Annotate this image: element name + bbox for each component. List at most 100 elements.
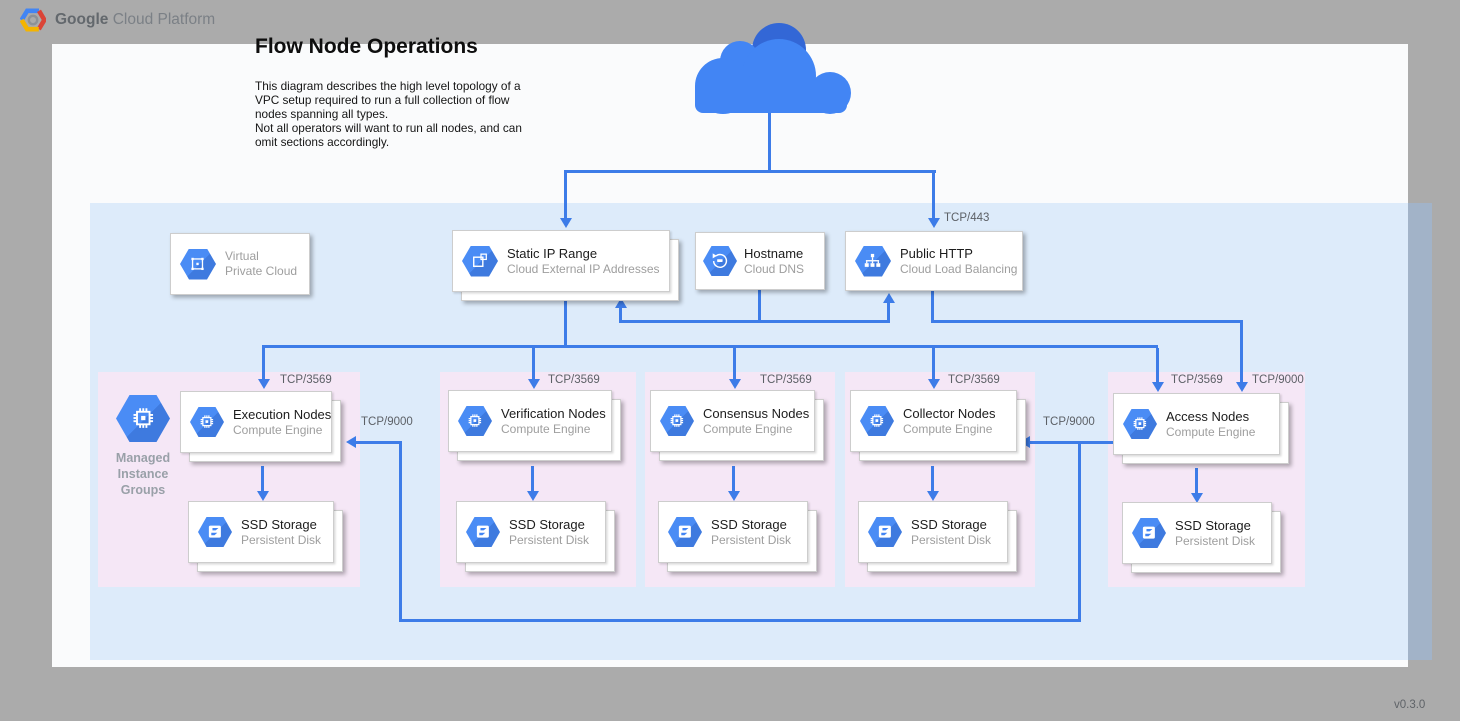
card-virtual-private-cloud: Virtual Private Cloud [170, 233, 310, 295]
connector-verification-to-ssd [531, 466, 534, 492]
arrowhead-into-static-ip [560, 218, 572, 228]
hostname-title: Hostname [744, 245, 804, 261]
managed-instance-groups-icon [116, 395, 170, 442]
port-label-access-3569: TCP/3569 [1171, 374, 1223, 386]
verification-title: Verification Nodes [501, 405, 606, 421]
port-label-verification-3569: TCP/3569 [548, 374, 600, 386]
port-label-collector-3569: TCP/3569 [948, 374, 1000, 386]
connector-loop-up-left [399, 441, 402, 622]
port-label-execution-9000: TCP/9000 [361, 416, 413, 428]
consensus-title: Consensus Nodes [703, 405, 810, 421]
verification-ssd-title: SSD Storage [509, 516, 585, 532]
arrowhead-up-static-ip [615, 298, 627, 308]
connector-up-to-public-http [887, 303, 890, 320]
arrowhead-verification-ssd [527, 491, 539, 501]
card-collector-ssd: SSD Storage Persistent Disk [858, 501, 1017, 572]
access-subtitle: Compute Engine [1166, 424, 1256, 439]
arrowhead-into-collector [928, 379, 940, 389]
card-verification-nodes: Verification Nodes Compute Engine [448, 390, 621, 461]
collector-ssd-subtitle: Persistent Disk [911, 532, 992, 547]
arrowhead-access-ssd [1191, 493, 1203, 503]
connector-to-access-9000 [1240, 323, 1243, 382]
persistent-disk-icon [198, 517, 232, 547]
card-execution-ssd: SSD Storage Persistent Disk [188, 501, 343, 572]
connector-collector-to-ssd [931, 466, 934, 492]
brand-text: Google Cloud Platform [55, 11, 215, 29]
arrowhead-consensus-ssd [728, 491, 740, 501]
connector-top-bus [564, 170, 936, 173]
connector-consensus-to-ssd [732, 466, 735, 492]
compute-engine-icon [860, 406, 894, 436]
card-execution-nodes: Execution Nodes Compute Engine [180, 391, 341, 462]
connector-public-http-down [931, 291, 934, 322]
connector-to-access-3569 [1156, 348, 1159, 382]
persistent-disk-icon [466, 517, 500, 547]
execution-ssd-subtitle: Persistent Disk [241, 532, 322, 547]
compute-engine-icon [458, 406, 492, 436]
collector-subtitle: Compute Engine [903, 421, 993, 436]
static-ip-subtitle: Cloud External IP Addresses [507, 261, 660, 276]
execution-subtitle: Compute Engine [233, 422, 323, 437]
connector-to-execution-9000 [356, 441, 401, 444]
arrowhead-into-execution [258, 379, 270, 389]
vpc-region-overhang [1408, 203, 1432, 660]
card-access-nodes: Access Nodes Compute Engine [1113, 393, 1289, 464]
consensus-subtitle: Compute Engine [703, 421, 793, 436]
connector-to-execution [262, 348, 265, 379]
verification-ssd-subtitle: Persistent Disk [509, 532, 590, 547]
gcp-logo-icon [20, 8, 46, 32]
external-ip-icon [462, 245, 498, 277]
port-label-consensus-3569: TCP/3569 [760, 374, 812, 386]
collector-title: Collector Nodes [903, 405, 996, 421]
vpc-card-line1: Virtual [225, 249, 259, 263]
vpc-card-line2: Private Cloud [225, 264, 298, 278]
arrowhead-collector-ssd [927, 491, 939, 501]
persistent-disk-icon [868, 517, 902, 547]
card-hostname: Hostname Cloud DNS [695, 232, 825, 290]
connector-access-to-ssd [1195, 468, 1198, 494]
execution-title: Execution Nodes [233, 406, 332, 422]
arrowhead-execution-ssd [257, 491, 269, 501]
connector-execution-to-ssd [261, 466, 264, 492]
hostname-subtitle: Cloud DNS [744, 261, 805, 276]
gcp-brand: Google Cloud Platform [20, 8, 215, 32]
arrowhead-into-consensus [729, 379, 741, 389]
access-title: Access Nodes [1166, 408, 1250, 424]
brand-cloud-platform: Cloud Platform [112, 11, 216, 28]
arrowhead-into-access-9000 [1236, 382, 1248, 392]
connector-to-access-bus [931, 320, 1243, 323]
card-collector-nodes: Collector Nodes Compute Engine [850, 390, 1026, 461]
card-consensus-ssd: SSD Storage Persistent Disk [658, 501, 817, 572]
execution-ssd-title: SSD Storage [241, 516, 317, 532]
connector-to-consensus [733, 348, 736, 379]
connector-to-public-http [932, 173, 935, 218]
page-description: This diagram describes the high level to… [255, 79, 522, 149]
page-title: Flow Node Operations [255, 35, 478, 58]
public-http-title: Public HTTP [900, 245, 973, 261]
arrowhead-up-public-http [883, 293, 895, 303]
card-access-ssd: SSD Storage Persistent Disk [1122, 502, 1281, 573]
connector-to-collector [932, 348, 935, 379]
connector-loop-down-right [1078, 441, 1081, 622]
card-static-ip-range: Static IP Range Cloud External IP Addres… [452, 230, 679, 301]
connector-hostname-down [758, 290, 761, 322]
connector-to-verification [532, 348, 535, 379]
brand-google: Google [55, 11, 109, 28]
compute-engine-icon [1123, 409, 1157, 439]
version-label: v0.3.0 [1394, 699, 1426, 711]
internet-cloud-icon [695, 23, 851, 114]
connector-hostname-bus [619, 320, 890, 323]
arrowhead-into-verification [528, 379, 540, 389]
connector-cloud-stem [768, 113, 771, 173]
connector-up-to-static-ip [619, 308, 622, 320]
arrowhead-into-execution-9000 [346, 436, 356, 448]
consensus-ssd-title: SSD Storage [711, 516, 787, 532]
access-ssd-title: SSD Storage [1175, 517, 1251, 533]
load-balancer-icon [855, 245, 891, 277]
arrowhead-into-public-http [928, 218, 940, 228]
arrowhead-into-access-3569 [1152, 382, 1164, 392]
managed-instance-groups-label: Managed Instance Groups [115, 451, 171, 497]
vpc-icon [180, 248, 216, 280]
persistent-disk-icon [1132, 518, 1166, 548]
